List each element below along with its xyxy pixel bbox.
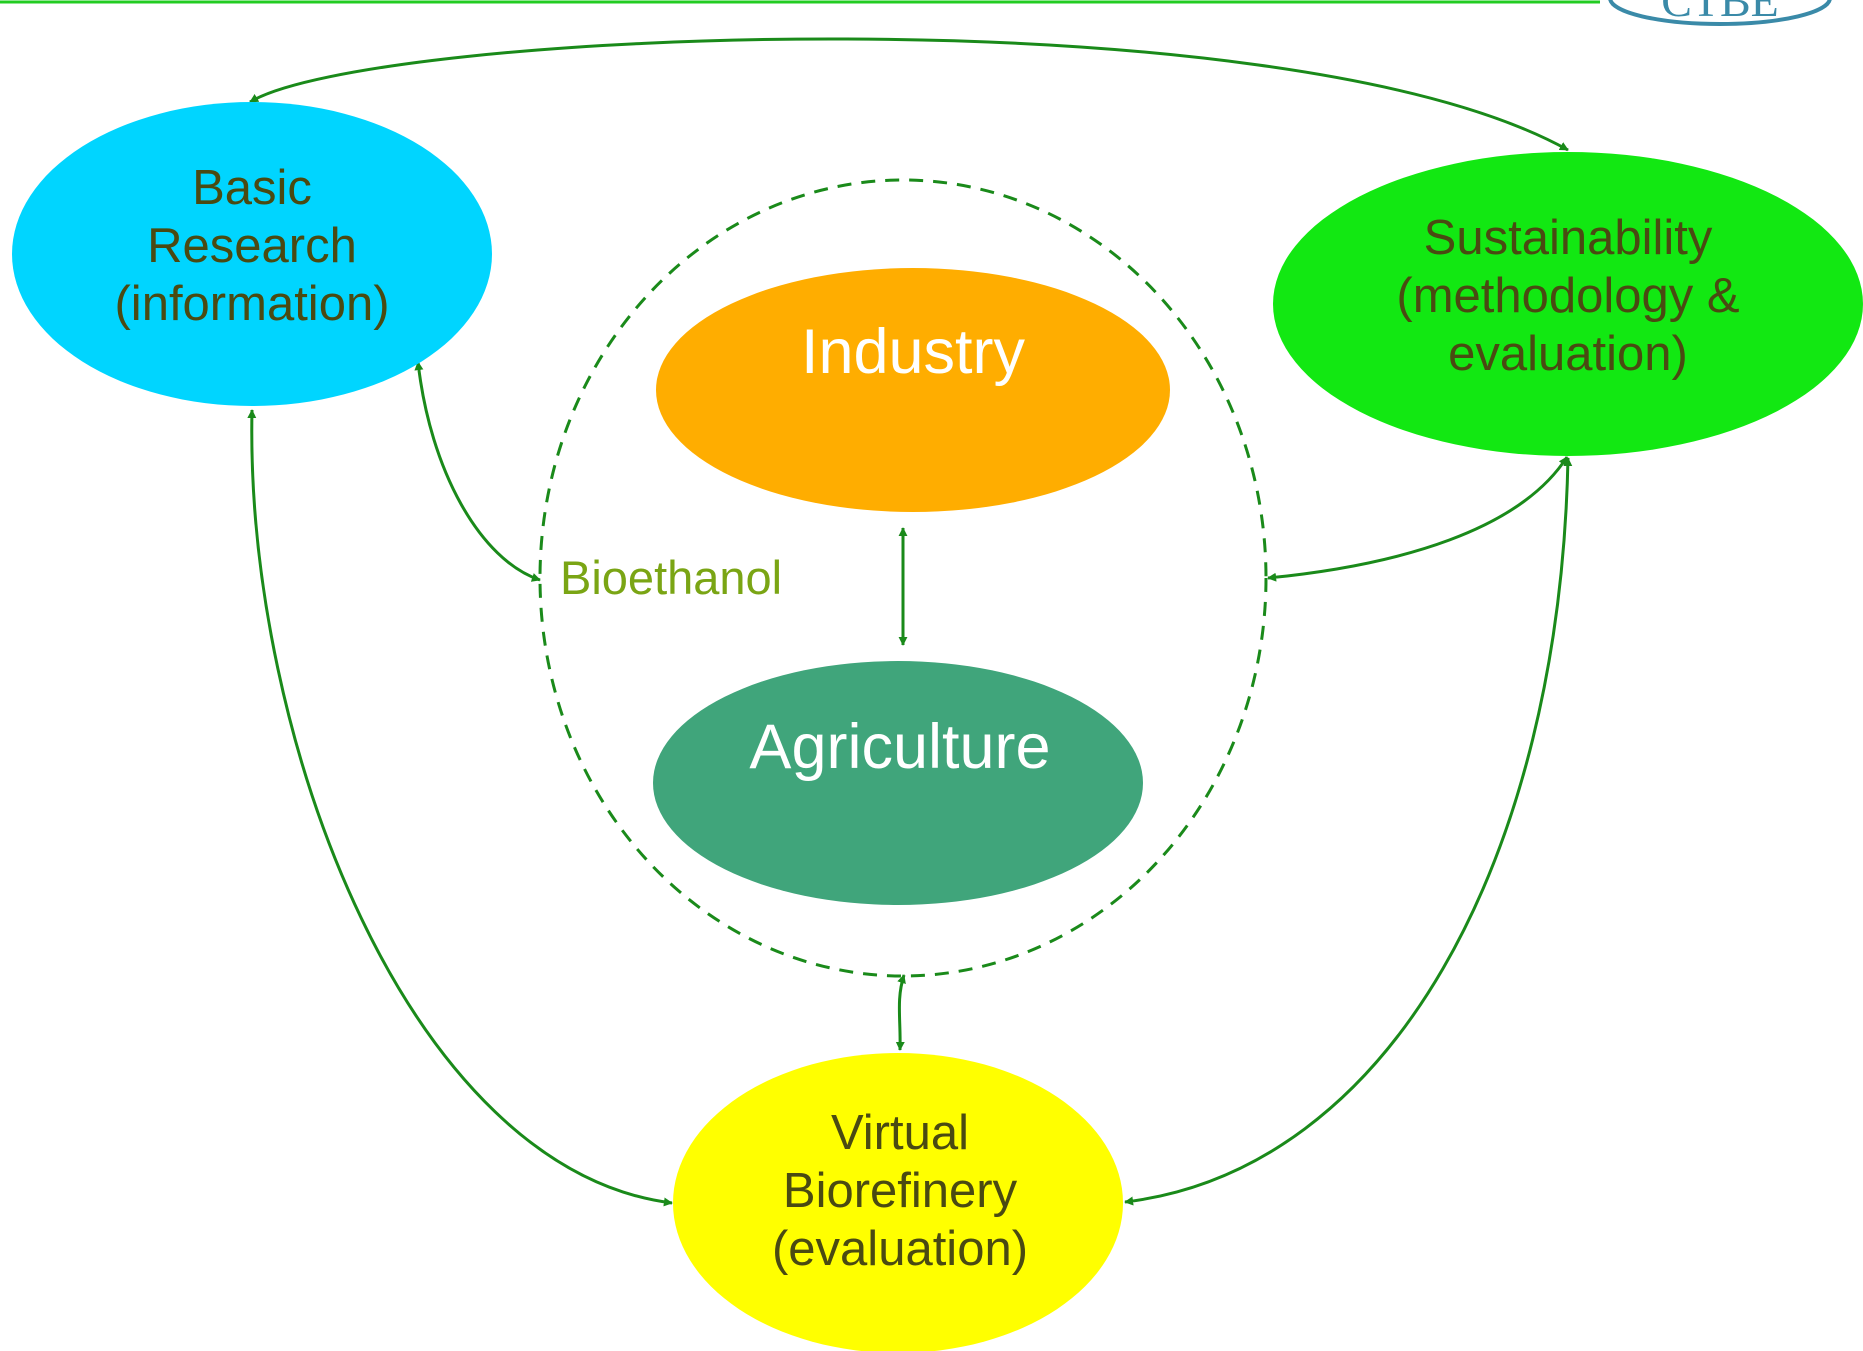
- bioethanol-label: Bioethanol: [560, 551, 783, 604]
- node-basic-research: [12, 102, 492, 406]
- sustainability-label: Sustainability (methodology & evaluation…: [1396, 211, 1740, 381]
- connector-research-bioethanol: [414, 361, 541, 582]
- logo-emblem: [1608, 0, 1832, 26]
- logo-text: CTBE: [1661, 0, 1779, 26]
- virtual-biorefinery-label: Virtual Biorefinery (evaluation): [771, 1106, 1029, 1276]
- agriculture-label: Agriculture: [749, 712, 1051, 782]
- connector-sustainability-biorefinery: [1124, 457, 1573, 1206]
- node-sustainability: [1273, 152, 1863, 456]
- bioethanol-group-outline: [538, 178, 1268, 978]
- node-industry: [656, 268, 1170, 512]
- node-agriculture: [653, 661, 1143, 905]
- connector-research-biorefinery: [247, 409, 673, 1207]
- connector-bioethanol-biorefinery: [895, 974, 906, 1051]
- connector-research-sustainability: [249, 37, 1569, 152]
- industry-label: Industry: [800, 317, 1026, 387]
- node-virtual-biorefinery: [673, 1053, 1123, 1351]
- basic-research-label: Basic Research (information): [114, 161, 390, 331]
- connector-sustainability-bioethanol: [1267, 456, 1569, 582]
